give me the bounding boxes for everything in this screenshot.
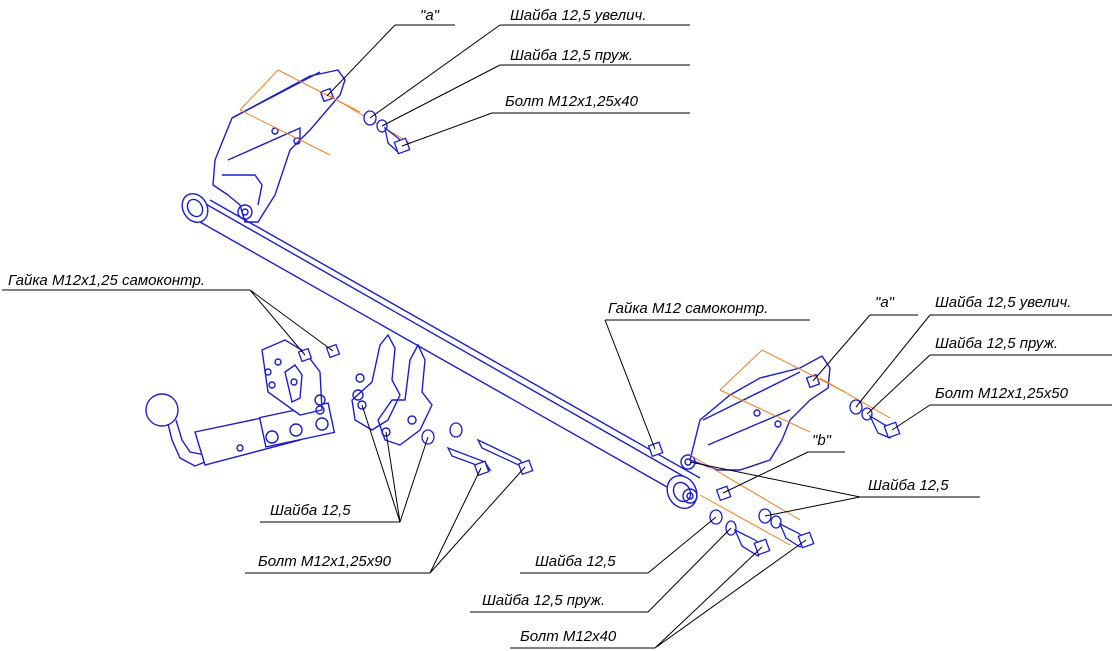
left-mounting-bracket: [212, 69, 346, 223]
label-bolt-right: Болт M12x1,25x50: [935, 385, 1069, 402]
label-b-right: "b": [812, 432, 832, 449]
leader-lines: [2, 24, 1112, 649]
right-hardware: [647, 399, 901, 502]
axis-lines-right: [689, 349, 891, 546]
label-bolt-left: Болт M12x1,25x90: [258, 553, 392, 570]
label-washer-enlarged-right: Шайба 12,5 увелич.: [935, 294, 1071, 311]
label-washer-enlarged-top: Шайба 12,5 увелич.: [510, 7, 646, 24]
right-mounting-bracket: [680, 355, 831, 504]
label-washer-spring-top: Шайба 12,5 пруж.: [510, 47, 633, 64]
label-nut-self-locking-mid: Гайка M12 самоконтр.: [608, 300, 768, 317]
labels: "a" Шайба 12,5 увелич. Шайба 12,5 пруж. …: [8, 7, 1071, 645]
label-washer-bottom: Шайба 12,5: [535, 553, 616, 570]
middle-side-plates: [351, 333, 433, 446]
label-nut-self-locking-left: Гайка M12x1,25 самоконтр.: [8, 272, 205, 289]
label-washer-spring-right: Шайба 12,5 пруж.: [935, 335, 1058, 352]
label-bolt-top: Болт M12x1,25x40: [505, 93, 639, 110]
label-a-right: "a": [875, 294, 895, 311]
label-bolt-bottom: Болт M12x40: [520, 628, 617, 645]
crossbar-tube: [181, 192, 701, 510]
label-a-top: "a": [420, 7, 440, 24]
tow-ball-assembly: [145, 339, 341, 467]
bottom-right-hardware: [709, 508, 815, 557]
label-washer-spring-bottom: Шайба 12,5 пруж.: [482, 592, 605, 609]
label-washer-right: Шайба 12,5: [868, 477, 949, 494]
middle-bolts: [421, 422, 534, 477]
label-washer-left: Шайба 12,5: [270, 502, 351, 519]
